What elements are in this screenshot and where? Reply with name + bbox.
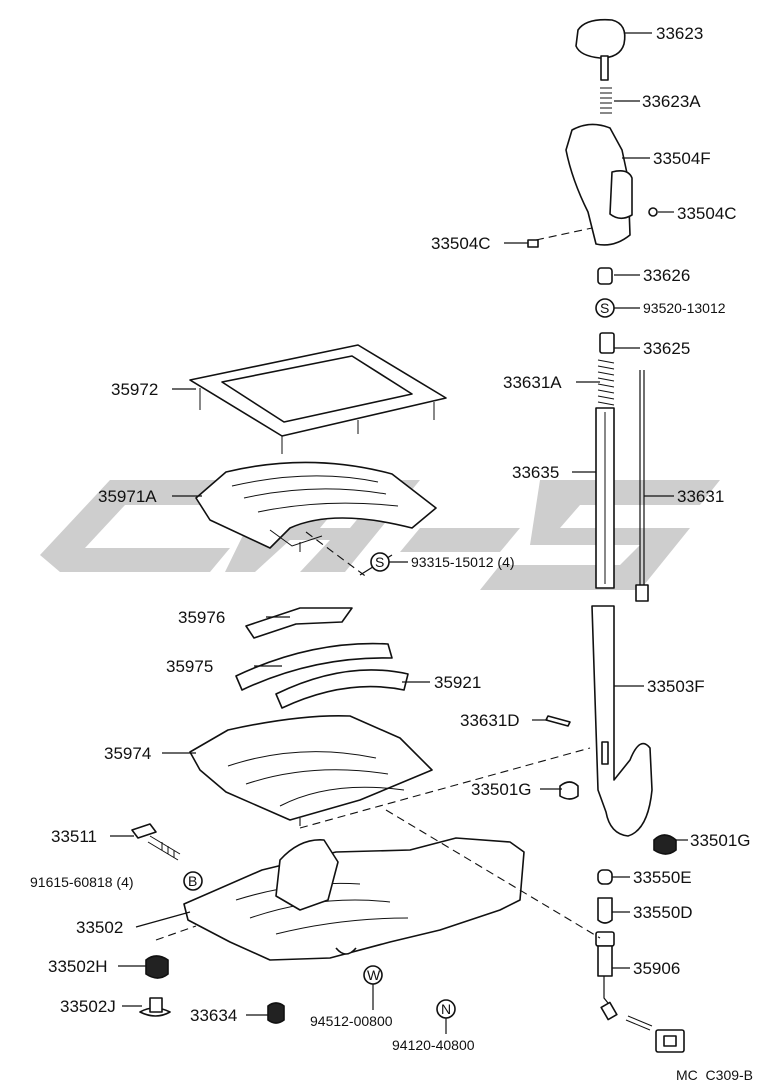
part-label-33625: 33625 bbox=[643, 339, 690, 358]
part-label-94512-00800: 94512-00800 bbox=[310, 1013, 393, 1029]
indicator-assembly bbox=[189, 344, 447, 821]
part-label-93520-13012: 93520-13012 bbox=[643, 300, 726, 316]
part-label-33623a: 33623A bbox=[642, 92, 701, 111]
part-label-33503f: 33503F bbox=[647, 677, 705, 696]
part-label-33626: 33626 bbox=[643, 266, 690, 285]
part-label-33511: 33511 bbox=[51, 827, 97, 846]
part-label-35974: 35974 bbox=[104, 744, 151, 763]
part-label-33502: 33502 bbox=[76, 918, 123, 937]
shift-lever-base bbox=[131, 823, 525, 1024]
part-label-33502h: 33502H bbox=[48, 957, 108, 976]
part-label-33631: 33631 bbox=[677, 487, 724, 506]
part-label-35976: 35976 bbox=[178, 608, 225, 627]
part-label-35972: 35972 bbox=[111, 380, 158, 399]
part-label-33631a: 33631A bbox=[503, 373, 562, 392]
part-label-35921: 35921 bbox=[434, 673, 481, 692]
part-label-35971a: 35971A bbox=[98, 487, 157, 506]
part-label-33634: 33634 bbox=[190, 1006, 237, 1025]
part-label-35975: 35975 bbox=[166, 657, 213, 676]
symbol-n: N bbox=[441, 1001, 451, 1017]
part-label-33550d: 33550D bbox=[633, 903, 693, 922]
part-label-91615-60818: 91615-60818 (4) bbox=[30, 874, 134, 890]
part-label-33504f: 33504F bbox=[653, 149, 711, 168]
part-label-33504c-left: 33504C bbox=[431, 234, 491, 253]
symbol-s-1: S bbox=[600, 300, 609, 316]
assembly-dashed-lines bbox=[155, 227, 601, 941]
part-label-33623: 33623 bbox=[656, 24, 703, 43]
part-label-33631d: 33631D bbox=[460, 711, 520, 730]
diagram-code: MC C309-B bbox=[676, 1067, 753, 1083]
part-label-33502j: 33502J bbox=[60, 997, 116, 1016]
symbol-w: W bbox=[367, 967, 381, 983]
part-label-33501g-right: 33501G bbox=[690, 831, 751, 850]
part-label-33635: 33635 bbox=[512, 463, 559, 482]
symbol-b: B bbox=[188, 873, 197, 889]
symbol-s-2: S bbox=[375, 554, 384, 570]
shift-knob-assembly bbox=[527, 18, 685, 1053]
part-label-35906: 35906 bbox=[633, 959, 680, 978]
part-label-94120-40800: 94120-40800 bbox=[392, 1037, 475, 1053]
part-label-93315-15012: 93315-15012 (4) bbox=[411, 554, 515, 570]
fastener-symbols: S S B W N bbox=[183, 298, 615, 1019]
part-label-33504c-right: 33504C bbox=[677, 204, 737, 223]
part-labels: 33623 33623A 33504F 33504C 33504C 33626 … bbox=[30, 24, 753, 1083]
part-label-33501g-left: 33501G bbox=[471, 780, 532, 799]
part-label-33550e: 33550E bbox=[633, 868, 692, 887]
